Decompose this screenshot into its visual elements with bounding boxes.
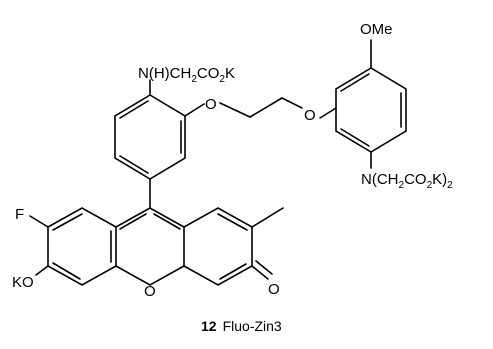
compound-caption: 12 Fluo-Zin3 — [201, 318, 282, 334]
xanthene-ring-oxygen: O — [144, 283, 156, 300]
bis-carboxymethylamine-label: N(CH2CO2K)2 — [361, 171, 453, 191]
ether-oxygen-right: O — [304, 107, 316, 124]
compound-number: 12 — [201, 318, 217, 334]
fluoro-label: F — [15, 206, 24, 223]
bond-lines — [29, 39, 407, 286]
methoxy-label: OMe — [360, 21, 393, 38]
ether-oxygen-left: O — [205, 96, 217, 113]
amine-label: N(H)CH2CO2K — [138, 65, 235, 85]
carbonyl-oxygen: O — [268, 281, 280, 298]
potassium-oxide-label: KO — [12, 274, 34, 291]
compound-name: Fluo-Zin3 — [223, 318, 282, 334]
